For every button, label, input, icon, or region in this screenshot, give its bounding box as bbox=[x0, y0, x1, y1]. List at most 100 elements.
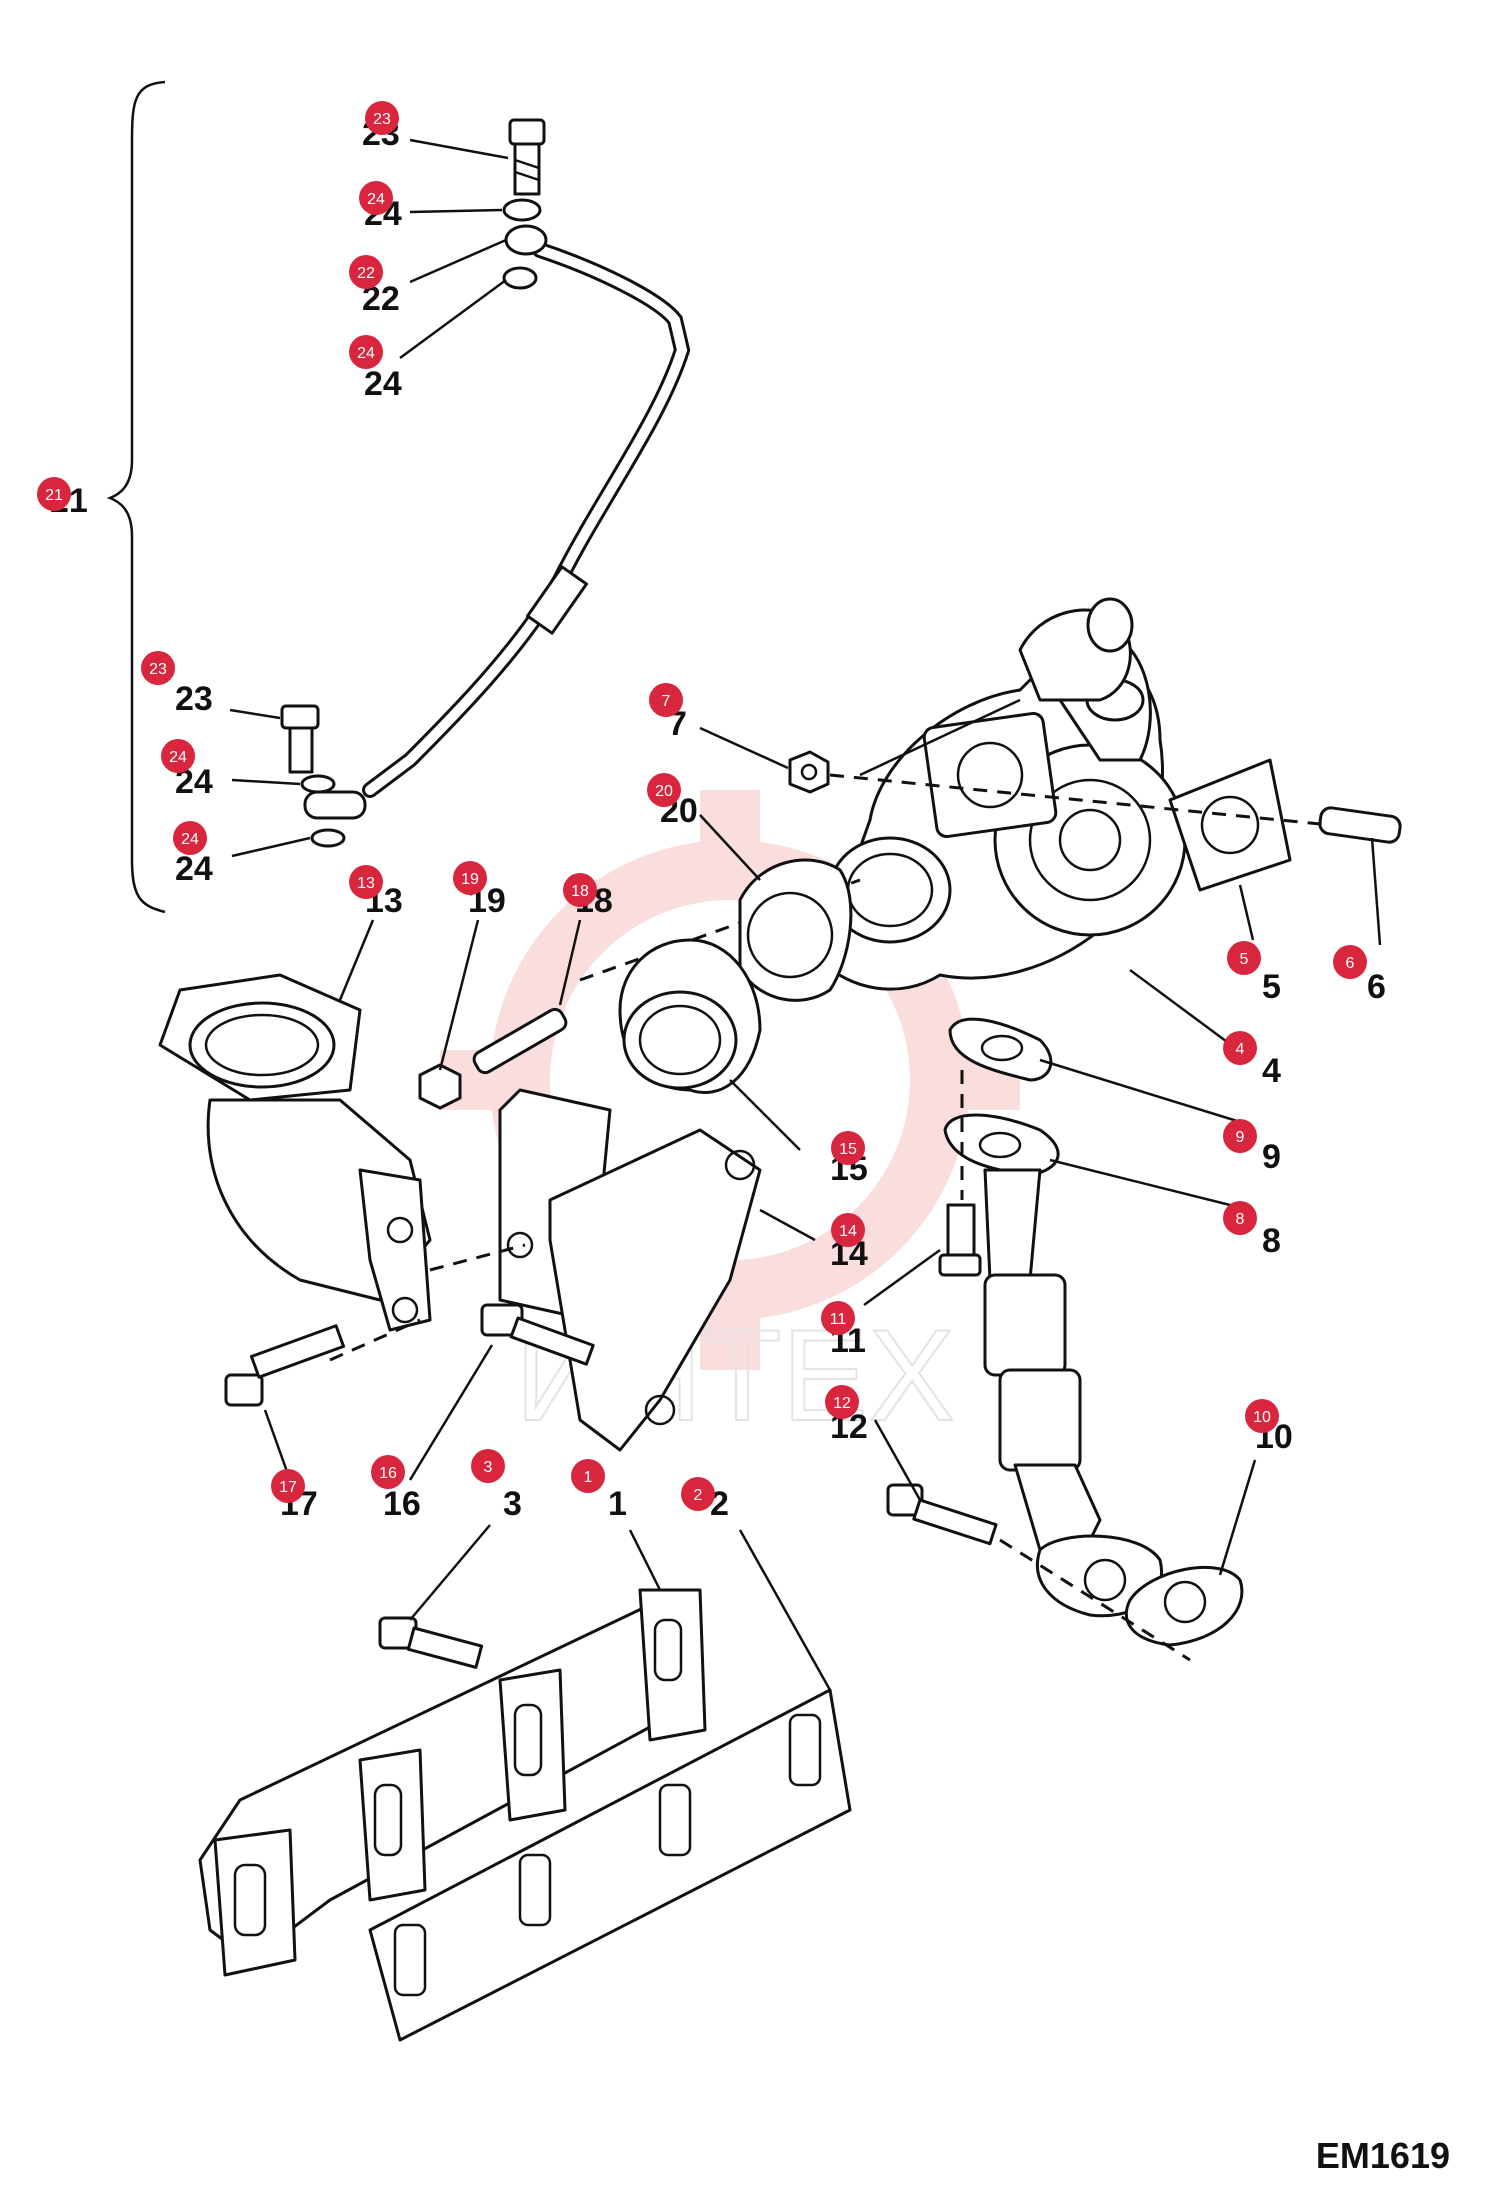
badge-text-l23a: 23 bbox=[373, 111, 391, 128]
badge-text-l24c: 24 bbox=[169, 749, 187, 766]
badge-l14 bbox=[831, 1213, 865, 1247]
bolt-12 bbox=[886, 1483, 998, 1546]
badge-l8 bbox=[1223, 1201, 1257, 1235]
washer-top-1 bbox=[502, 198, 542, 222]
badge-l3 bbox=[471, 1449, 505, 1483]
badge-l21 bbox=[37, 477, 71, 511]
banjo-bolt-top bbox=[508, 118, 546, 196]
badge-text-l21: 21 bbox=[45, 487, 63, 504]
badge-l23b bbox=[141, 651, 175, 685]
badge-text-l20: 20 bbox=[655, 783, 673, 800]
badge-text-l19: 19 bbox=[461, 871, 479, 888]
washer-bottom-2 bbox=[310, 828, 346, 848]
badge-l24c bbox=[161, 739, 195, 773]
label-24-bottom-2: 24 bbox=[175, 850, 213, 888]
pipe-sleeve bbox=[526, 565, 588, 635]
bolt-17 bbox=[224, 1324, 346, 1407]
badge-text-l15: 15 bbox=[839, 1141, 857, 1158]
oil-pipe bbox=[362, 242, 691, 798]
badge-text-l17: 17 bbox=[279, 1479, 297, 1496]
badge-l13 bbox=[349, 865, 383, 899]
badge-l24d bbox=[173, 821, 207, 855]
badge-text-l24a: 24 bbox=[367, 191, 385, 208]
pipe-8 bbox=[943, 1113, 1163, 1618]
badge-text-l9: 9 bbox=[1236, 1129, 1245, 1146]
badge-l5 bbox=[1227, 941, 1261, 975]
label-23-bottom: 23 bbox=[175, 680, 213, 718]
badge-text-l6: 6 bbox=[1346, 955, 1355, 972]
badge-text-l10: 10 bbox=[1253, 1409, 1271, 1426]
stud-18 bbox=[472, 1007, 568, 1075]
badge-l16 bbox=[371, 1455, 405, 1489]
label-16: 16 bbox=[383, 1485, 421, 1523]
assembly-21-brace bbox=[106, 80, 166, 914]
badge-l20 bbox=[647, 773, 681, 807]
label-6: 6 bbox=[1367, 968, 1386, 1006]
label-3: 3 bbox=[503, 1485, 522, 1523]
gasket-9 bbox=[948, 1017, 1053, 1082]
badge-l6 bbox=[1333, 945, 1367, 979]
badge-text-l23b: 23 bbox=[149, 661, 167, 678]
washer-bottom-1 bbox=[300, 774, 336, 794]
badge-text-l8: 8 bbox=[1236, 1211, 1245, 1228]
badge-l7 bbox=[649, 683, 683, 717]
label-5: 5 bbox=[1262, 968, 1281, 1006]
badge-l9 bbox=[1223, 1119, 1257, 1153]
bolt-11 bbox=[938, 1203, 982, 1277]
badge-text-l24b: 24 bbox=[357, 345, 375, 362]
badge-text-l14: 14 bbox=[839, 1223, 857, 1240]
badge-text-l16: 16 bbox=[379, 1465, 397, 1482]
bolt-16 bbox=[480, 1303, 595, 1366]
badge-l10 bbox=[1245, 1399, 1279, 1433]
diagram-code: EM1619 bbox=[1316, 2135, 1450, 2176]
badge-text-l3: 3 bbox=[484, 1459, 493, 1476]
badge-text-l13: 13 bbox=[357, 875, 375, 892]
badge-text-l7: 7 bbox=[662, 693, 671, 710]
badge-text-l22: 22 bbox=[357, 265, 375, 282]
badge-text-l4: 4 bbox=[1236, 1041, 1245, 1058]
badge-l11 bbox=[821, 1301, 855, 1335]
badge-l24b bbox=[349, 335, 383, 369]
badge-l1 bbox=[571, 1459, 605, 1493]
badge-l4 bbox=[1223, 1031, 1257, 1065]
badge-l23a bbox=[365, 101, 399, 135]
label-9: 9 bbox=[1262, 1138, 1281, 1176]
stud-6 bbox=[1318, 806, 1402, 844]
banjo-fitting-top bbox=[504, 224, 548, 256]
turbocharger bbox=[818, 597, 1187, 991]
badge-text-l24d: 24 bbox=[181, 831, 199, 848]
badge-l12 bbox=[825, 1385, 859, 1419]
badge-text-l18: 18 bbox=[571, 883, 589, 900]
banjo-bolt-bottom bbox=[280, 704, 320, 774]
badge-text-l2: 2 bbox=[694, 1487, 703, 1504]
label-24-top-2: 24 bbox=[364, 365, 402, 403]
turbo-flange-gasket bbox=[1168, 758, 1292, 892]
manifold-gasket-2 bbox=[368, 1688, 852, 2042]
bolt-3 bbox=[378, 1616, 484, 1669]
gasket-20 bbox=[738, 858, 853, 1002]
badge-text-l1: 1 bbox=[584, 1469, 593, 1486]
nut-7 bbox=[788, 750, 830, 794]
banjo-fitting-bottom bbox=[303, 790, 367, 820]
badge-l22 bbox=[349, 255, 383, 289]
badge-l2 bbox=[681, 1477, 715, 1511]
nut-19 bbox=[418, 1063, 462, 1110]
washer-top-2 bbox=[502, 266, 538, 290]
leader-lines bbox=[229, 138, 1382, 1691]
badge-l17 bbox=[271, 1469, 305, 1503]
label-8: 8 bbox=[1262, 1222, 1281, 1260]
badge-l18 bbox=[563, 873, 597, 907]
badge-text-l12: 12 bbox=[833, 1395, 851, 1412]
badge-text-l11: 11 bbox=[830, 1311, 847, 1328]
gasket-10 bbox=[1124, 1565, 1244, 1647]
label-4: 4 bbox=[1262, 1052, 1281, 1090]
exhaust-manifold-1 bbox=[198, 1588, 707, 1977]
badge-text-l5: 5 bbox=[1240, 951, 1249, 968]
exhaust-elbow-13 bbox=[158, 973, 432, 1332]
badge-l15 bbox=[831, 1131, 865, 1165]
badge-l24a bbox=[359, 181, 393, 215]
bracket-14 bbox=[498, 1088, 762, 1452]
badge-l19 bbox=[453, 861, 487, 895]
